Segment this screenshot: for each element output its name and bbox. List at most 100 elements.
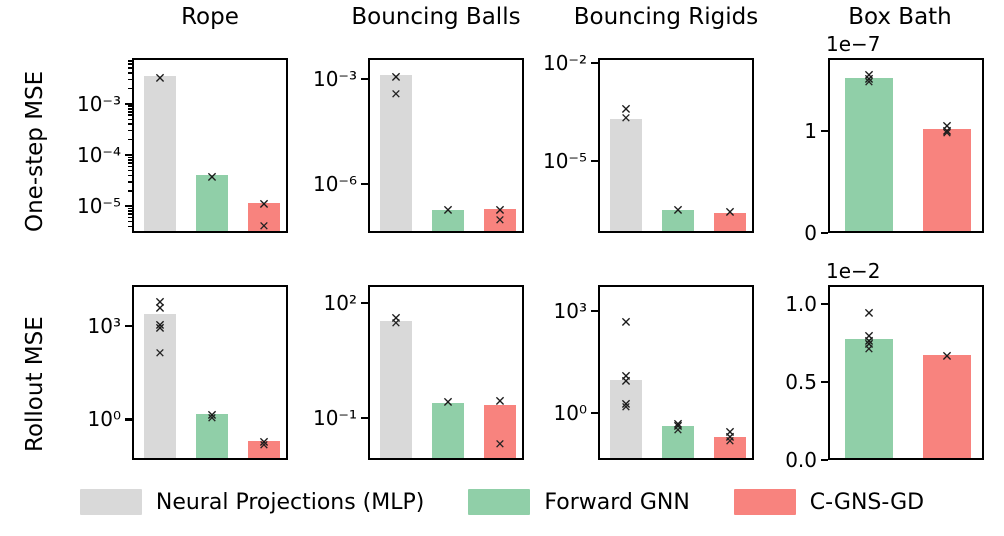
y-tick-bouncingrigids-onestep-1 xyxy=(591,159,598,162)
y-minor-tick xyxy=(128,78,132,81)
y-minor-tick xyxy=(125,103,132,106)
bar-neural-projections-mlp xyxy=(143,314,177,458)
bar-neural-projections-mlp xyxy=(379,74,413,231)
axis-offset-text-boxbath-rollout: 1e−2 xyxy=(826,259,881,283)
plot-area-bouncingballs-rollout: ✕✕✕✕✕ xyxy=(368,285,524,460)
plot-area-bouncingrigids-onestep: ✕✕✕✕ xyxy=(598,58,754,233)
legend: Neural Projections (MLP) Forward GNN C-GNS… xyxy=(0,480,1004,524)
column-title-rope: Rope xyxy=(181,4,239,30)
plot-area-bouncingballs-onestep: ✕✕✕✕✕ xyxy=(368,58,524,233)
y-tick-boxbath-rollout-1 xyxy=(821,380,828,384)
bar-c-gns-gd xyxy=(247,441,281,458)
bar-forward-gnn xyxy=(195,413,229,458)
plot-area-boxbath-rollout: ✕✕✕✕✕✕ xyxy=(828,285,984,460)
y-tick-bouncingballs-onestep-0 xyxy=(361,78,368,81)
y-minor-tick xyxy=(128,72,132,74)
y-tick-label-bouncingrigids-rollout-1: 10⁰ xyxy=(553,400,587,425)
plot-area-rope-onestep: ✕✕✕✕ xyxy=(132,58,288,233)
y-minor-tick xyxy=(128,118,132,121)
y-minor-tick xyxy=(128,138,132,141)
scatter-marker-neural-projections-mlp: ✕ xyxy=(154,295,166,312)
legend-item-neural-projections-mlp[interactable]: Neural Projections (MLP) xyxy=(79,489,424,515)
bar-forward-gnn xyxy=(431,402,465,458)
panel-rope-onestep: ✕✕✕✕ xyxy=(132,58,288,233)
y-tick-bouncingrigids-rollout-1 xyxy=(591,411,598,414)
y-tick-label-bouncingrigids-onestep-1: 10⁻⁵ xyxy=(542,148,587,173)
y-minor-tick xyxy=(128,225,132,228)
plot-area-bouncingrigids-rollout: ✕✕✕✕✕✕✕✕✕✕✕ xyxy=(598,285,754,460)
bar-c-gns-gd xyxy=(247,203,281,231)
y-tick-boxbath-rollout-2 xyxy=(821,459,828,462)
y-tick-bouncingrigids-rollout-0 xyxy=(591,310,598,313)
y-minor-tick xyxy=(128,156,132,159)
panel-bouncingrigids-rollout: ✕✕✕✕✕✕✕✕✕✕✕ xyxy=(598,285,754,460)
bar-neural-projections-mlp xyxy=(379,321,413,458)
y-minor-tick xyxy=(125,154,132,157)
legend-item-c-gns-gd[interactable]: C-GNS-GD xyxy=(733,489,925,515)
bar-neural-projections-mlp xyxy=(609,380,643,458)
panel-bouncingballs-rollout: ✕✕✕✕✕ xyxy=(368,285,524,460)
y-minor-tick xyxy=(128,63,132,65)
panel-boxbath-onestep: ✕✕✕✕✕✕ xyxy=(828,58,984,233)
y-tick-label-rope-onestep-1: 10⁻⁴ xyxy=(76,143,121,168)
legend-swatch-c-gns-gd xyxy=(733,489,796,515)
bar-forward-gnn xyxy=(661,210,695,231)
y-tick-boxbath-onestep-0 xyxy=(821,130,828,133)
bar-forward-gnn xyxy=(661,426,695,458)
y-tick-label-boxbath-onestep-1: 0 xyxy=(804,221,817,245)
y-minor-tick xyxy=(128,162,132,164)
y-minor-tick xyxy=(128,59,132,62)
y-minor-tick xyxy=(128,180,132,183)
legend-swatch-forward-gnn xyxy=(468,489,531,515)
y-tick-bouncingballs-rollout-1 xyxy=(361,417,368,420)
panel-bouncingrigids-onestep: ✕✕✕✕ xyxy=(598,58,754,233)
y-tick-label-bouncingballs-rollout-1: 10⁻¹ xyxy=(312,406,357,431)
bar-forward-gnn xyxy=(844,78,894,231)
y-tick-label-rope-rollout-0: 10³ xyxy=(87,313,121,338)
bar-forward-gnn xyxy=(195,175,229,231)
bar-c-gns-gd xyxy=(713,213,747,231)
column-title-bouncing-rigids: Bouncing Rigids xyxy=(573,4,759,30)
y-tick-label-boxbath-rollout-1: 0.5 xyxy=(785,369,817,394)
row-label-one-step-mse: One-step MSE xyxy=(22,70,48,232)
y-tick-label-boxbath-rollout-0: 1.0 xyxy=(785,291,817,316)
legend-label-forward-gnn: Forward GNN xyxy=(544,489,690,515)
y-minor-tick xyxy=(128,213,132,215)
bar-c-gns-gd xyxy=(713,436,747,458)
legend-item-forward-gnn[interactable]: Forward GNN xyxy=(468,489,690,515)
bar-c-gns-gd xyxy=(483,404,517,458)
y-minor-tick xyxy=(128,210,132,212)
y-minor-tick xyxy=(128,174,132,177)
y-minor-tick xyxy=(128,114,132,117)
y-minor-tick xyxy=(128,123,132,126)
y-minor-tick xyxy=(128,111,132,113)
y-tick-label-boxbath-onestep-0: 1 xyxy=(804,119,817,144)
scatter-marker-neural-projections-mlp: ✕ xyxy=(620,315,632,332)
y-tick-label-rope-onestep-0: 10⁻³ xyxy=(76,92,121,117)
y-minor-tick xyxy=(128,189,132,192)
y-minor-tick xyxy=(128,220,132,223)
bar-neural-projections-mlp xyxy=(143,75,177,231)
panel-boxbath-rollout: ✕✕✕✕✕✕ xyxy=(828,285,984,460)
y-minor-tick xyxy=(128,159,132,161)
bar-forward-gnn xyxy=(431,209,465,231)
y-tick-bouncingballs-onestep-1 xyxy=(361,183,368,186)
legend-swatch-neural-projections-mlp xyxy=(79,489,142,515)
row-label-rollout-mse: Rollout MSE xyxy=(22,316,48,452)
panel-bouncingballs-onestep: ✕✕✕✕✕ xyxy=(368,58,524,233)
y-tick-bouncingballs-rollout-0 xyxy=(361,302,368,305)
plot-area-rope-rollout: ✕✕✕✕✕✕✕✕✕ xyxy=(132,285,288,460)
y-minor-tick xyxy=(128,165,132,168)
y-minor-tick xyxy=(128,108,132,110)
y-tick-label-bouncingballs-onestep-0: 10⁻³ xyxy=(312,67,357,92)
y-minor-tick xyxy=(128,129,132,132)
y-tick-label-rope-onestep-2: 10⁻⁵ xyxy=(76,194,121,219)
legend-label-c-gns-gd: C-GNS-GD xyxy=(809,489,925,515)
y-tick-rope-rollout-1 xyxy=(125,418,132,421)
bar-neural-projections-mlp xyxy=(609,119,643,231)
plot-area-boxbath-onestep: ✕✕✕✕✕✕ xyxy=(828,58,984,233)
axis-offset-text-boxbath-onestep: 1e−7 xyxy=(826,32,881,56)
y-tick-label-bouncingballs-onestep-1: 10⁻⁶ xyxy=(312,172,357,197)
y-tick-label-bouncingballs-rollout-0: 10² xyxy=(323,291,357,316)
y-minor-tick xyxy=(128,67,132,70)
